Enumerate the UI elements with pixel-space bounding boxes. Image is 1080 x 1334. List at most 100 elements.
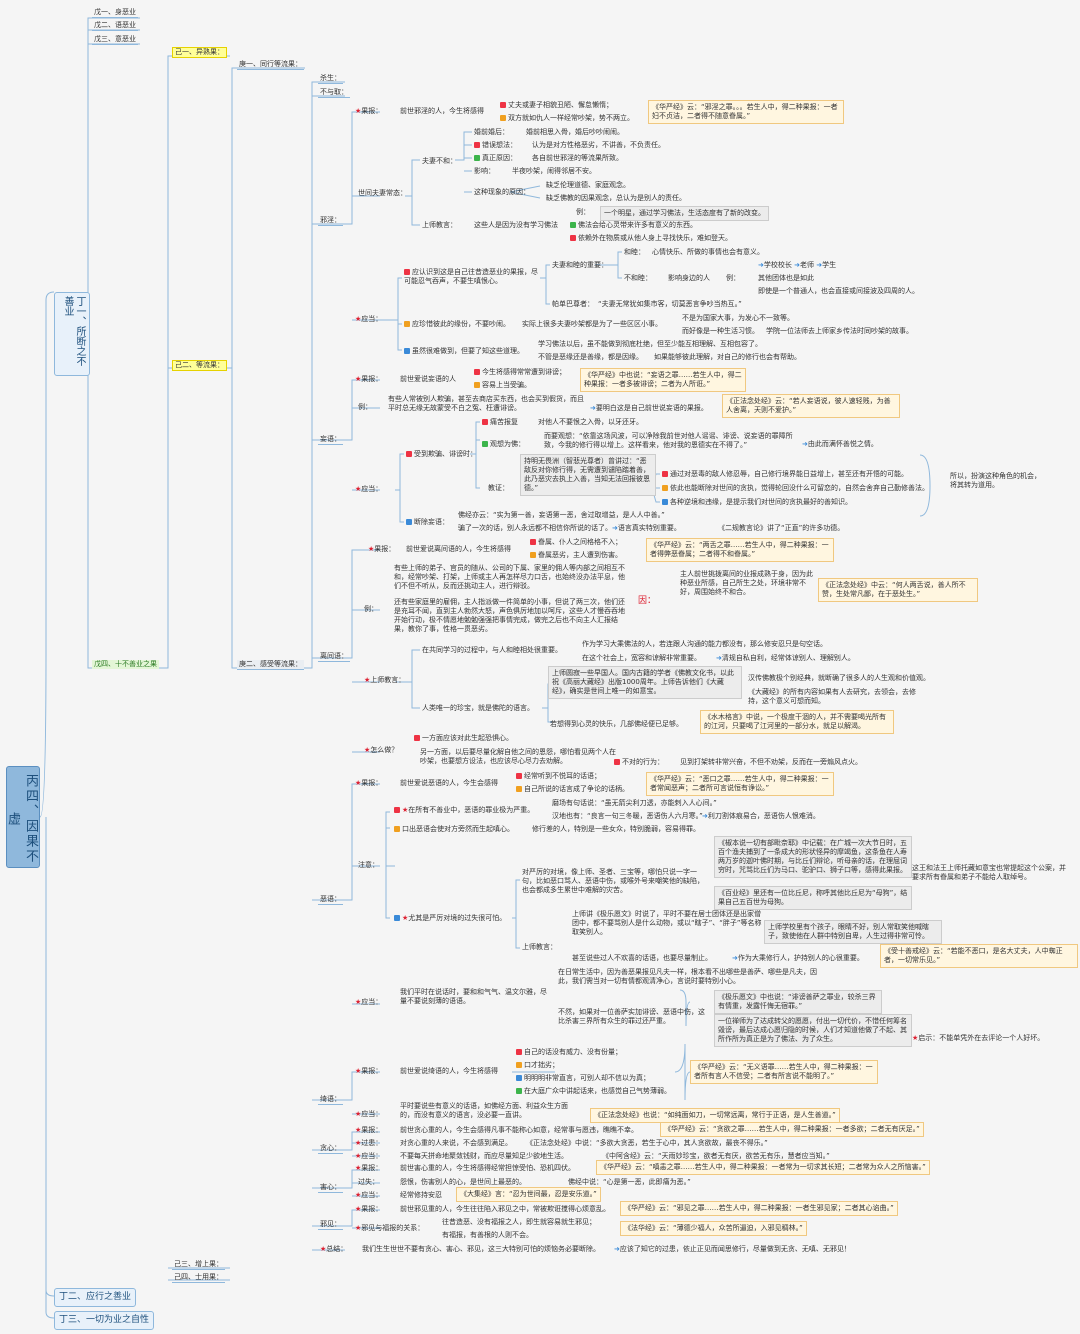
qy-g3: 明明明非常直言，可别人却不信以为真； <box>514 1074 652 1083</box>
hx-yd[interactable]: ★应当： <box>353 1191 384 1200</box>
wangyu-node[interactable]: 妄语： <box>318 435 343 445</box>
qy-gb[interactable]: ★果报： <box>353 1067 384 1076</box>
haixin-node[interactable]: 害心： <box>318 1183 343 1193</box>
xy-sjjyt: 这些人是因为没有学习佛法 <box>474 221 558 229</box>
sha-node[interactable]: 杀生： <box>318 74 343 84</box>
ey-z1-text: 在所有不善业中，恶语的罪业极为严重。 <box>408 806 535 814</box>
geng1-node[interactable]: 庚一、同行等流果： <box>237 60 304 70</box>
ji4-node[interactable]: 己四、士用果： <box>172 1273 225 1283</box>
hx-gg[interactable]: 过失： <box>358 1178 379 1186</box>
star-icon: ★ <box>364 746 371 754</box>
lj-zm1: 一方面应该对此生起恐惧心。 <box>412 734 515 743</box>
lj-yin[interactable]: 因： <box>638 596 657 606</box>
xy-yd2t: 实际上很多夫妻吵架都是为了一些区区小事。 <box>522 320 662 328</box>
lj-zm2a: 不对的行为： <box>612 758 666 767</box>
x-icon <box>474 142 480 148</box>
xy-xx: ➜学校校长 ➜老师 ➜学生 <box>756 261 838 270</box>
d1-node[interactable]: 丁一、所断之不善业 <box>54 292 90 376</box>
xy-hy4[interactable]: 影响： <box>474 167 495 175</box>
xy-fqbh[interactable]: 夫妻不和： <box>422 157 457 165</box>
priority-2-icon <box>474 382 480 388</box>
ji1-node[interactable]: 己一、异熟果： <box>172 47 227 58</box>
priority-3-icon <box>516 1075 522 1081</box>
xieyin-node[interactable]: 邪淫： <box>318 216 343 226</box>
wy-gb2-text: 容易上当受骗。 <box>482 381 531 389</box>
wu3-node[interactable]: 戊三、意恶业 <box>92 35 138 45</box>
root-node[interactable]: 丙四、因果不虚 <box>5 766 40 868</box>
wy-yd[interactable]: ★应当： <box>353 485 384 494</box>
wy-gb[interactable]: ★果报： <box>353 375 384 384</box>
xj-gx2: 有福报，有善根的人则不会。 <box>442 1231 533 1239</box>
xy-gb2[interactable]: 双方就如仇人一样经常吵架，势不两立。 <box>498 114 636 123</box>
xj-gx[interactable]: ★邪见与福报的关系： <box>353 1224 426 1233</box>
hx-gb[interactable]: ★果报： <box>353 1164 384 1173</box>
d2-node[interactable]: 丁二、应行之善业 <box>54 1288 137 1307</box>
xy-guobao-text: 前世邪淫的人，今生将感得 <box>400 107 484 115</box>
qy-g2-text: 口才拙劣； <box>524 1061 559 1069</box>
ji2-node[interactable]: 己二、等流果： <box>172 360 227 371</box>
xy-hy3[interactable]: 真正原因： <box>472 154 519 163</box>
geng2-node[interactable]: 庚二、感受等流果： <box>237 660 304 670</box>
zj-node[interactable]: ★总结： <box>318 1245 349 1254</box>
ey-yd1a: 在日常生活中，因为善恶果报见凡夫一样，根本看不出哪些是善萨、哪些是凡夫，因此，我… <box>558 968 817 985</box>
xy-li: 例： <box>576 208 590 216</box>
wu4-node[interactable]: 戊四、十不善业之果 <box>92 660 159 669</box>
xy-bl3: 即使是一个普通人，也会直接或间接波及四周的人。 <box>758 287 919 295</box>
xy-buhe[interactable]: 不和睦： <box>624 274 652 282</box>
wy-li[interactable]: 例： <box>358 403 372 411</box>
tx-gg[interactable]: ★过患： <box>353 1139 384 1148</box>
xj-gx-label: 邪见与福报的关系： <box>361 1224 425 1232</box>
xy-guobao[interactable]: ★果报： <box>353 107 384 116</box>
xy-yd[interactable]: ★应当： <box>353 315 384 324</box>
wy-jy[interactable]: 教证： <box>488 484 509 492</box>
xy-hemu[interactable]: 和睦： <box>624 248 645 256</box>
tx-gb[interactable]: ★果报： <box>353 1126 384 1135</box>
ey-yd[interactable]: ★应当： <box>353 998 384 1007</box>
lj-li[interactable]: 例： <box>364 605 378 613</box>
xy-gb1[interactable]: 丈夫或妻子相貌丑陋、懈怠懒惰； <box>498 101 615 110</box>
lj-gb[interactable]: ★果报： <box>366 545 397 554</box>
ey-sjjy[interactable]: 上师教言： <box>522 943 557 951</box>
xy-hy1[interactable]: 婚前婚后： <box>474 128 509 136</box>
priority-3-icon <box>662 499 668 505</box>
qiyu-node[interactable]: 绮语： <box>318 1095 343 1105</box>
xy-hy5[interactable]: 这种现象的原因： <box>474 188 530 196</box>
check-icon <box>482 441 488 447</box>
x-icon <box>570 235 576 241</box>
ey-zy[interactable]: 注意： <box>358 861 379 869</box>
wu1-node[interactable]: 戊一、身恶业 <box>92 8 138 18</box>
eyu-node[interactable]: 恶语： <box>318 895 343 905</box>
xiejian-node[interactable]: 邪见： <box>318 1220 343 1230</box>
star-icon: ★ <box>355 1164 362 1172</box>
wy-dc[interactable]: 断除妄语： <box>404 518 451 527</box>
tx-yd[interactable]: ★应当： <box>353 1152 384 1161</box>
star-icon: ★ <box>355 779 362 787</box>
xy-pl[interactable]: 帕单巴尊者： <box>552 300 594 308</box>
xy-fz2: 依赖外在物质或从他人身上寻找快乐，难如登天。 <box>568 234 734 243</box>
xy-hy2[interactable]: 错误想法： <box>472 141 519 150</box>
xy-sjjy[interactable]: 上师教言： <box>422 221 457 229</box>
lj-ssjy[interactable]: ★上师教言： <box>362 676 407 685</box>
tanxin-node[interactable]: 贪心： <box>318 1144 343 1154</box>
wy-srqp[interactable]: 受到欺骗、诽谤时： <box>404 450 479 459</box>
lijian-node[interactable]: 离间语： <box>318 652 350 662</box>
lj-l2: 还有些家庭里的雇佣，主人指派做一件简单的小事，但说了两三次，他们还是充耳不闻，直… <box>394 598 625 633</box>
xy-fz1: 佛法会给心灵带来许多有意义的东西。 <box>568 221 699 230</box>
ey-z3: ★尤其是严厉对境的过失很可怕。 <box>392 914 508 923</box>
lj-zm2a-label: 不对的行为： <box>622 758 664 766</box>
qy-yd[interactable]: ★应当： <box>353 1110 384 1119</box>
wu2-node[interactable]: 戊二、语恶业 <box>92 21 138 31</box>
ey-gb[interactable]: ★果报： <box>353 779 384 788</box>
priority-1-icon <box>394 807 400 813</box>
xy-sjfq[interactable]: 世间夫妻常态： <box>358 189 407 197</box>
d3-node[interactable]: 丁三、一切为业之自性 <box>54 1311 155 1330</box>
xy-hy5b: 缺乏佛教的因果观念，总认为是别人的责任。 <box>546 194 686 202</box>
ji3-node[interactable]: 己三、增上果： <box>172 1260 225 1270</box>
wy-yh: 痛苦报复 <box>480 418 520 427</box>
buyuqu-node[interactable]: 不与取： <box>318 88 350 98</box>
xy-fqhm[interactable]: 夫妻和睦的重要： <box>552 261 608 269</box>
ey-gb2: 自己所说的话言成了争论的话柄。 <box>514 785 631 794</box>
lj-zmb[interactable]: ★怎么做？ <box>362 746 400 755</box>
arrow-icon: ➜ <box>794 261 800 269</box>
xj-gb[interactable]: ★果报： <box>353 1205 384 1214</box>
